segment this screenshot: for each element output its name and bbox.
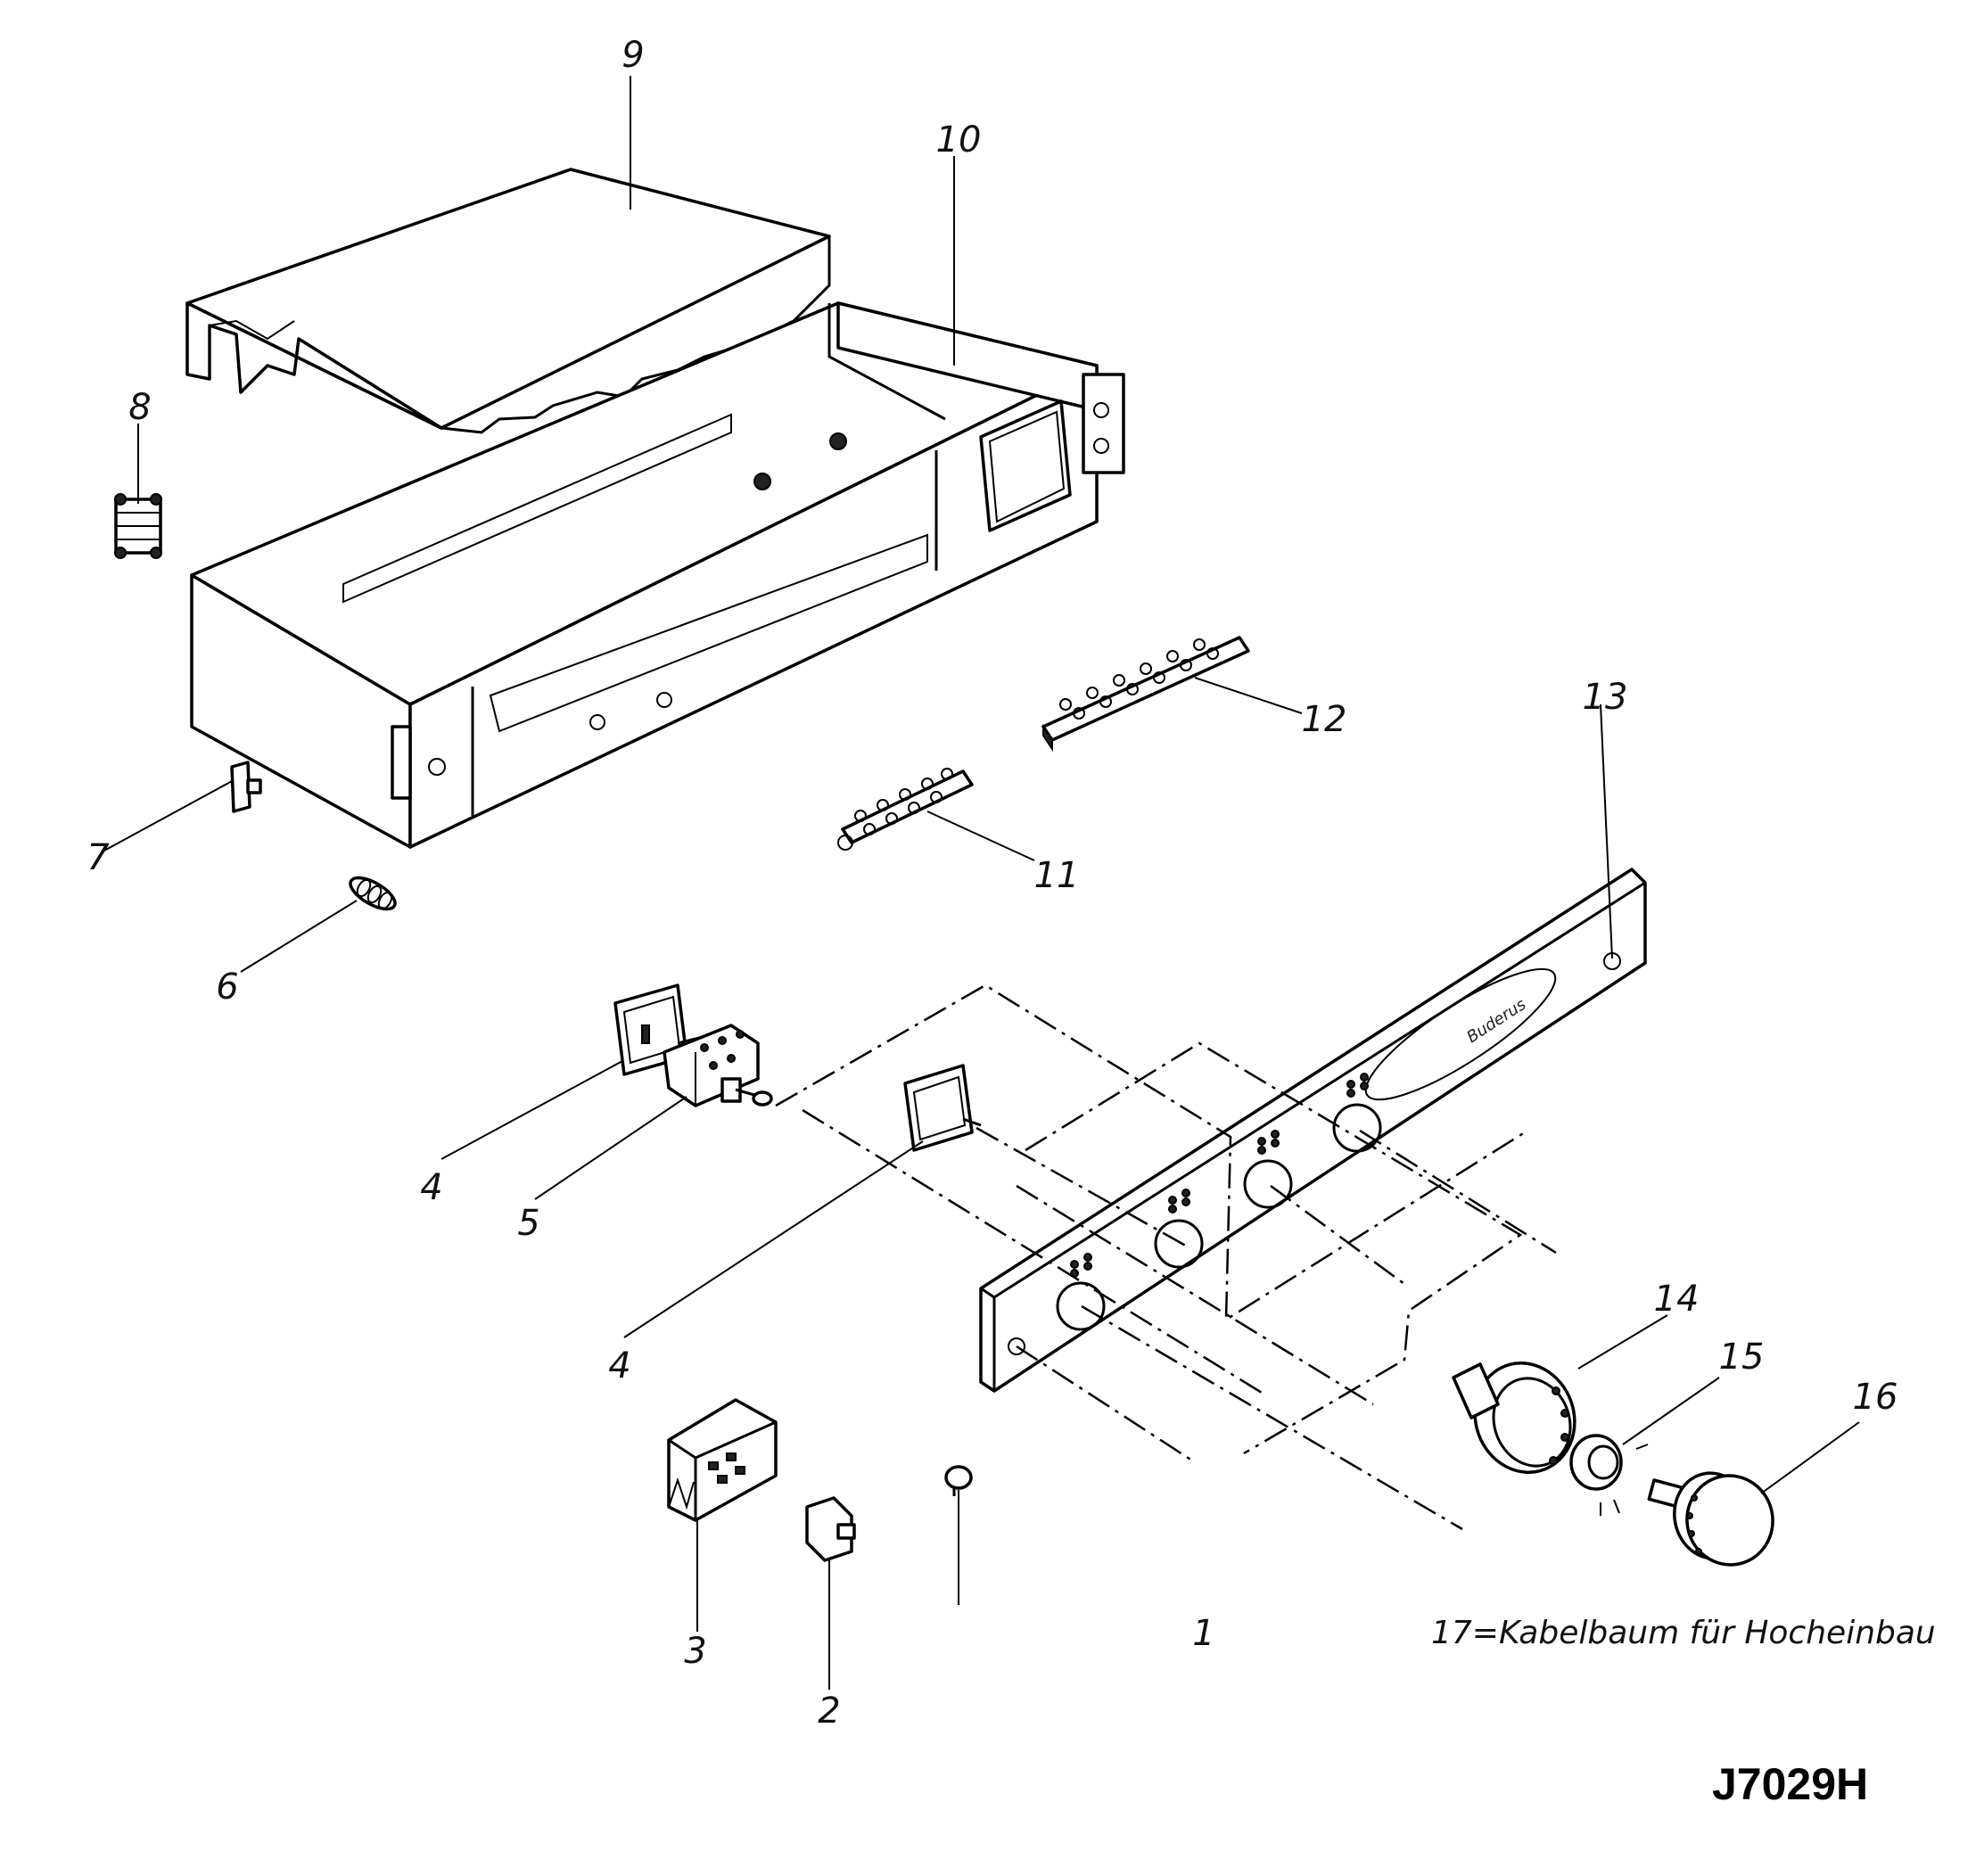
part-15-ring: [1569, 1434, 1649, 1516]
callout-numbers: 1 2 3 4 4 5 6 7 8 9 10 11 12 13 14 15 16: [86, 35, 1898, 1732]
callout-9: 9: [622, 35, 644, 76]
part-1-rivet: [944, 1465, 973, 1496]
part-13-front-panel: Buderus: [979, 868, 1647, 1393]
part-5-selector-switch: [663, 1024, 773, 1107]
part-8-terminal-clip: [114, 493, 162, 559]
callout-14: 14: [1654, 1279, 1700, 1320]
part-4b-switch: [903, 1064, 982, 1152]
callout-11: 11: [1034, 855, 1080, 896]
part-6-spring: [349, 876, 397, 911]
callout-13: 13: [1583, 677, 1628, 718]
callout-3: 3: [684, 1631, 706, 1672]
leader-lines: [102, 76, 1860, 1690]
assembly-center-lines: [775, 983, 1557, 1531]
part-10-housing: [190, 301, 1125, 849]
part-11-terminal-strip: [837, 768, 974, 851]
part-14-knob-collar: [1452, 1362, 1576, 1474]
footnote-cable-harness: 17=Kabelbaum für Hocheinbau: [1431, 1615, 1936, 1651]
callout-8: 8: [128, 387, 151, 428]
part-16-rotary-knob: [1647, 1471, 1774, 1567]
callout-12: 12: [1302, 699, 1347, 740]
part-7-bracket: [230, 761, 262, 813]
part-3-socket-block: [667, 1398, 778, 1522]
callout-5: 5: [517, 1203, 539, 1244]
part-12-terminal-strip: [1041, 636, 1250, 753]
part-2-connector: [805, 1496, 856, 1562]
callout-7: 7: [86, 837, 110, 878]
callout-16: 16: [1853, 1377, 1898, 1418]
callout-4b: 4: [608, 1345, 630, 1386]
part-9-top-cover: [185, 168, 831, 434]
callout-10: 10: [936, 119, 982, 160]
callout-1: 1: [1192, 1613, 1214, 1654]
callout-4a: 4: [420, 1167, 442, 1208]
callout-15: 15: [1719, 1337, 1765, 1378]
callout-2: 2: [818, 1691, 840, 1732]
callout-6: 6: [216, 967, 238, 1008]
drawing-code: J7029H: [1712, 1759, 1868, 1809]
